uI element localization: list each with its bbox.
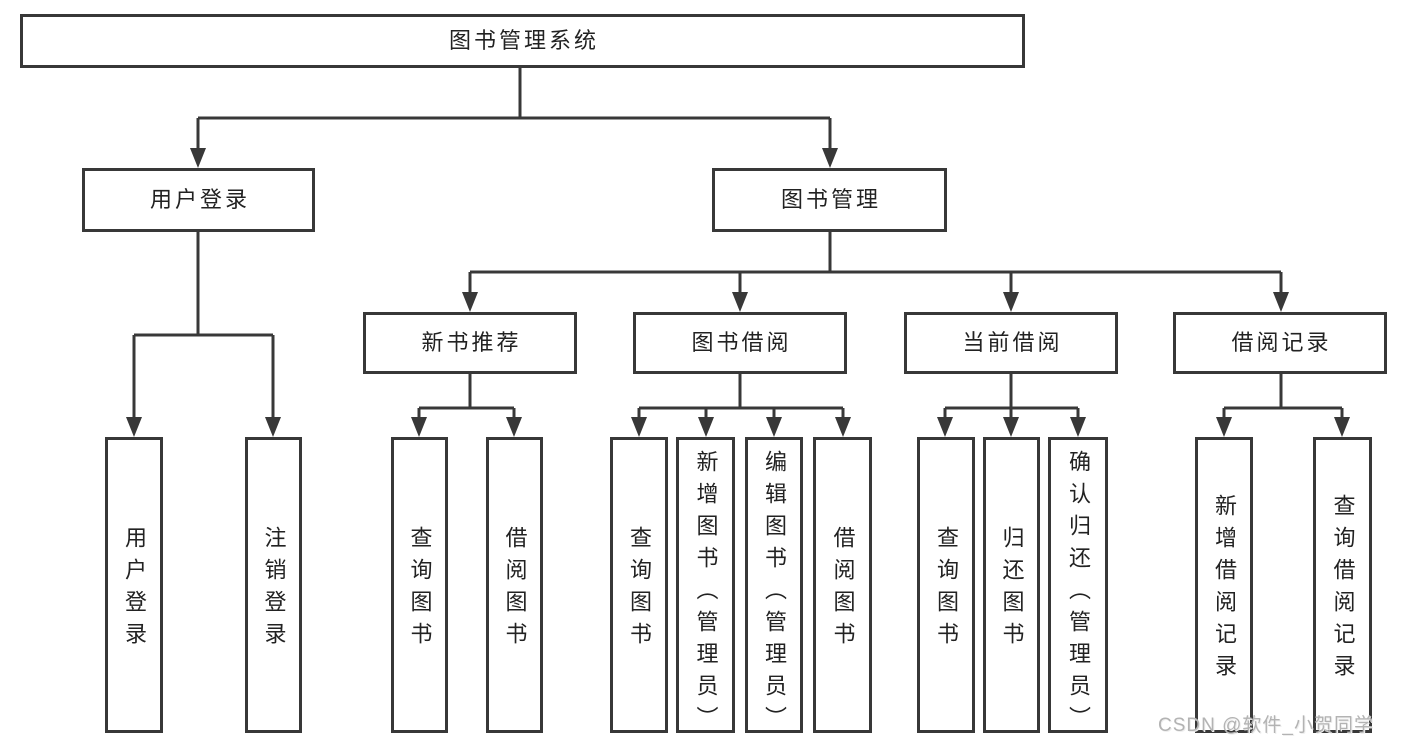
leaf-borrow-edit-books-admin: 编辑图书（管理员） bbox=[745, 437, 803, 738]
node-root-system: 图书管理系统 bbox=[20, 14, 1025, 68]
node-book-management: 图书管理 bbox=[712, 168, 947, 232]
node-new-book-recommend: 新书推荐 bbox=[363, 312, 577, 374]
connector-current-borrow-to-leaves bbox=[943, 374, 1080, 420]
arrowhead-icon bbox=[732, 292, 748, 312]
connector-book-borrow-to-leaves bbox=[637, 374, 845, 420]
leaf-borrow-query-books: 查询图书 bbox=[610, 437, 668, 733]
csdn-watermark: CSDN @软件_小贺同学 bbox=[1158, 715, 1374, 736]
node-user-login: 用户登录 bbox=[82, 168, 315, 232]
leaf-borrow-add-books-admin: 新增图书（管理员） bbox=[676, 437, 735, 738]
arrowhead-icon bbox=[822, 148, 838, 168]
leaf-current-confirm-return-admin: 确认归还（管理员） bbox=[1048, 437, 1108, 738]
arrowhead-icon bbox=[1216, 417, 1232, 437]
arrowhead-icon bbox=[937, 417, 953, 437]
connector-new-book-recommend-to-leaves bbox=[417, 374, 516, 420]
arrowhead-icon bbox=[631, 417, 647, 437]
arrowhead-icon bbox=[1003, 292, 1019, 312]
node-book-borrow: 图书借阅 bbox=[633, 312, 847, 374]
arrowhead-icon bbox=[1003, 417, 1019, 437]
arrowhead-icon bbox=[190, 148, 206, 168]
leaf-logout: 注销登录 bbox=[245, 437, 302, 733]
arrowhead-icon bbox=[1273, 292, 1289, 312]
leaf-records-add-record: 新增借阅记录 bbox=[1195, 437, 1253, 733]
connector-borrow-records-to-leaves bbox=[1222, 374, 1344, 420]
leaf-borrow-borrow-books: 借阅图书 bbox=[813, 437, 872, 733]
arrowhead-icon bbox=[411, 417, 427, 437]
arrowhead-icon bbox=[1070, 417, 1086, 437]
arrowhead-icon bbox=[126, 417, 142, 437]
leaf-recommend-query-books: 查询图书 bbox=[391, 437, 448, 733]
node-borrow-records: 借阅记录 bbox=[1173, 312, 1387, 374]
arrowhead-icon bbox=[835, 417, 851, 437]
arrowhead-icon bbox=[766, 417, 782, 437]
leaf-recommend-borrow-books: 借阅图书 bbox=[486, 437, 543, 733]
connector-book-management-to-level3 bbox=[468, 232, 1283, 296]
arrowhead-icon bbox=[462, 292, 478, 312]
leaf-current-query-books: 查询图书 bbox=[917, 437, 975, 733]
connector-arrowheads bbox=[126, 148, 1350, 437]
connector-user-login-to-leaves bbox=[132, 232, 275, 420]
node-current-borrow: 当前借阅 bbox=[904, 312, 1118, 374]
arrowhead-icon bbox=[506, 417, 522, 437]
leaf-current-return-books: 归还图书 bbox=[983, 437, 1040, 733]
leaf-user-login: 用户登录 bbox=[105, 437, 163, 733]
arrowhead-icon bbox=[698, 417, 714, 437]
connector-root-to-level2 bbox=[196, 68, 832, 152]
leaf-records-query-record: 查询借阅记录 bbox=[1313, 437, 1372, 733]
arrowhead-icon bbox=[265, 417, 281, 437]
arrowhead-icon bbox=[1334, 417, 1350, 437]
